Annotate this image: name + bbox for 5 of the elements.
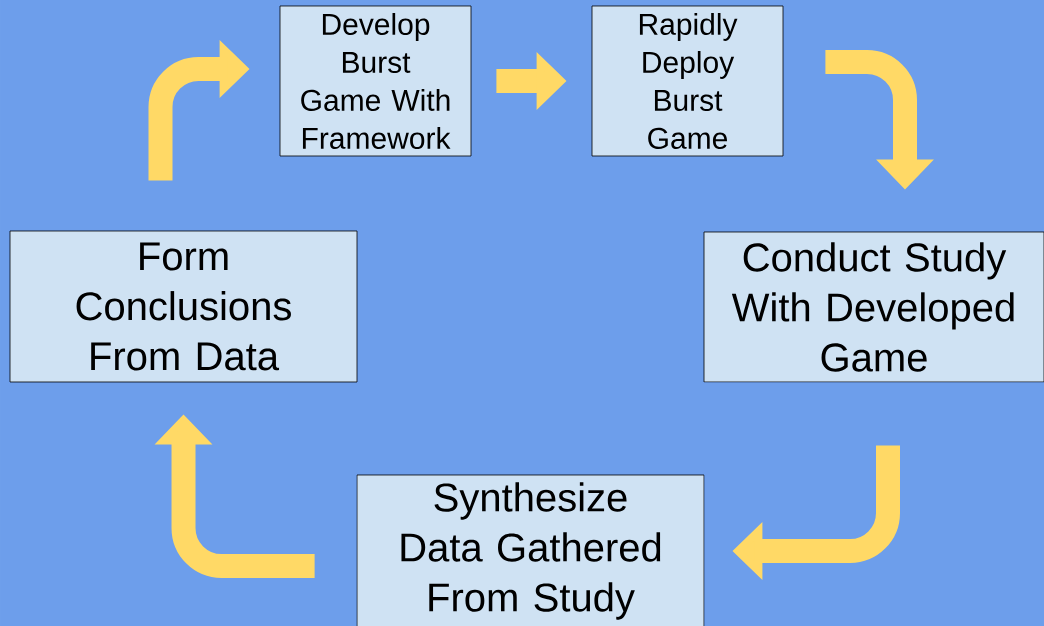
process-box: Develop Burst Game With Framework — [279, 5, 472, 157]
process-box: Form Conclusions From Data — [9, 230, 358, 383]
process-box: Conduct Study With Developed Game — [703, 231, 1044, 383]
process-box: Rapidly Deploy Burst Game — [591, 5, 784, 157]
process-box: Synthesize Data Gathered From Study — [356, 474, 705, 626]
